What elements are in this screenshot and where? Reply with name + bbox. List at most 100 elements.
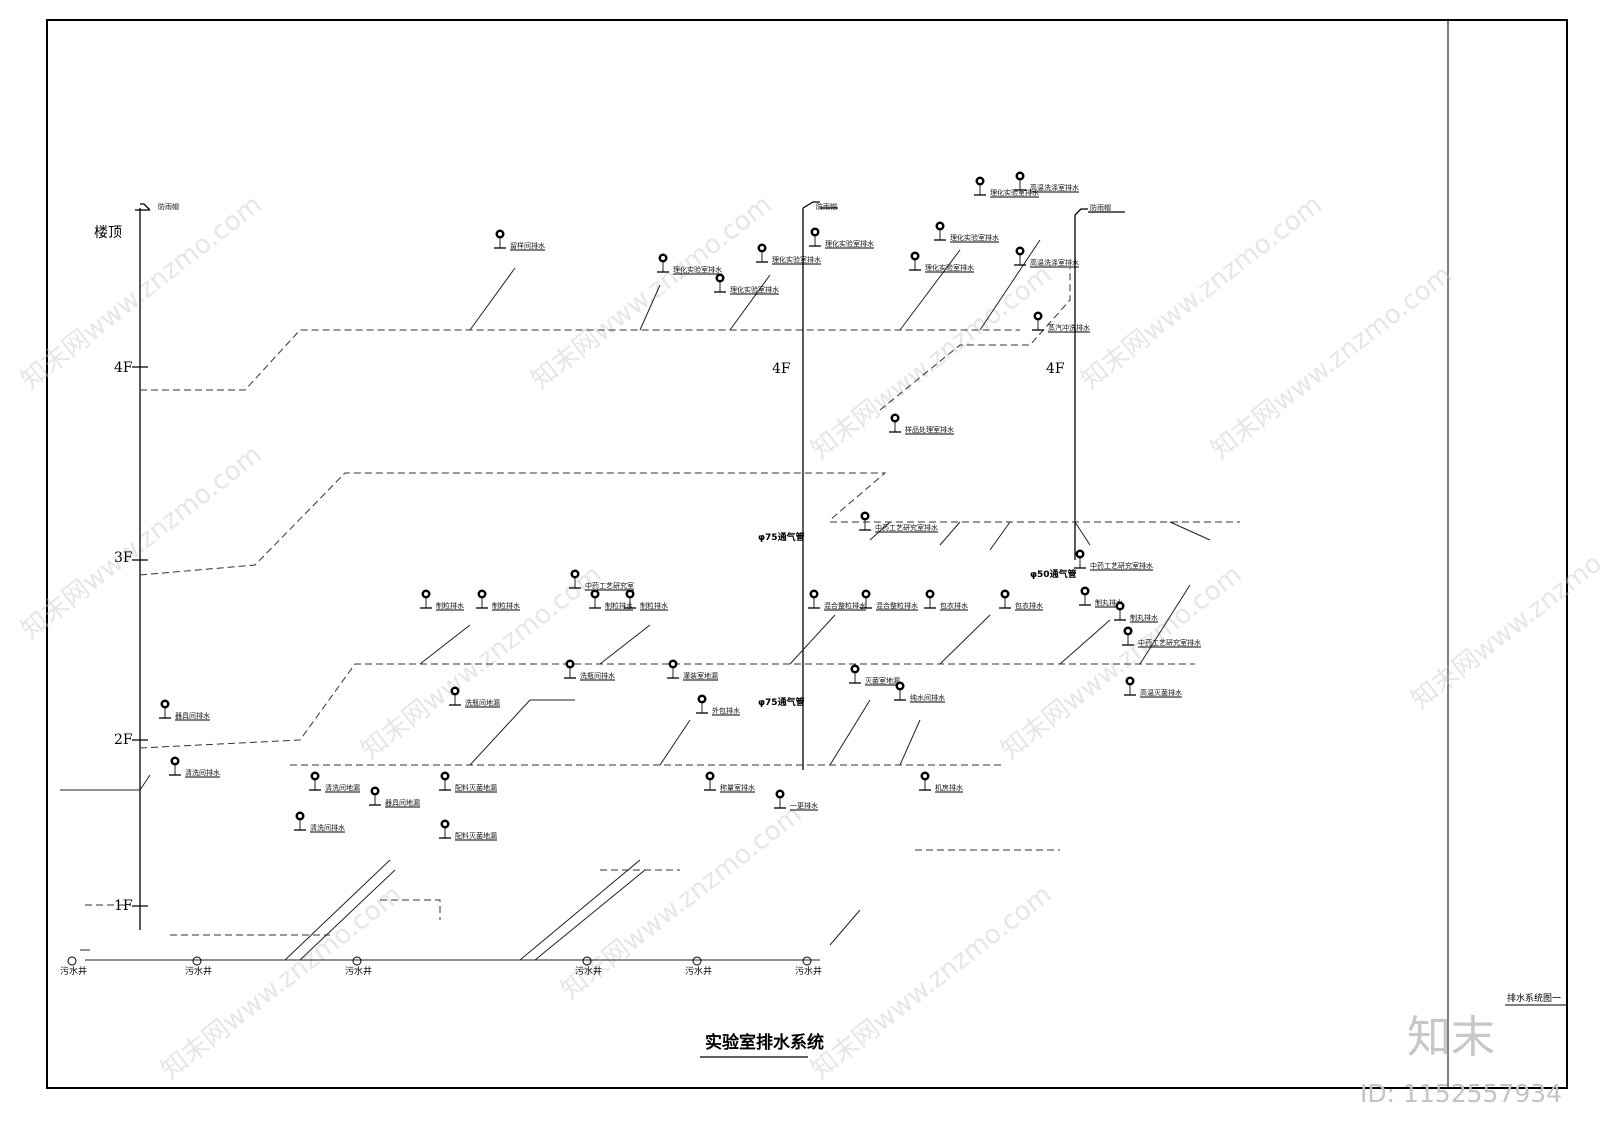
- trap-icon-inner: [173, 759, 177, 763]
- fixture-label: 清洗间排水: [310, 823, 345, 832]
- fixture-label: 混合整粒排水: [824, 601, 866, 610]
- sewage-well-label: 污水井: [575, 965, 602, 977]
- trap-icon-inner: [628, 592, 632, 596]
- fixture-second-1: 清洗间排水: [169, 756, 220, 778]
- fixture-label: 纯水间排水: [910, 693, 945, 702]
- fixture-roof-2: 理化实验室排水: [756, 243, 821, 265]
- pipe-1f-outlet: [60, 774, 151, 951]
- fixture-label: 理化实验室排水: [925, 263, 974, 272]
- fixture-third-3: 制粒排水: [420, 589, 464, 611]
- fixture-second-2: 洗瓶间排水: [564, 659, 615, 681]
- fixture-roof-0: 留样间排水: [494, 229, 545, 251]
- fixture-label: 高温洗涤室排水: [1030, 258, 1079, 267]
- fixture-roof-10: 蒸汽冲洗排水: [1032, 311, 1090, 333]
- fixture-third-0: 中药工艺研究室排水: [859, 511, 938, 533]
- pipe-4f-sample: [879, 268, 1071, 411]
- watermark-text: 知末网www.znzmo.com: [996, 560, 1248, 766]
- fixtures-layer: 留样间排水理化实验室排水理化实验室排水理化实验室排水理化实验室排水理化实验室排水…: [159, 171, 1201, 841]
- fixture-label: 包衣排水: [1015, 601, 1043, 610]
- fixture-label: 一更排水: [790, 801, 818, 810]
- floor-label-1f: 1F: [114, 898, 133, 914]
- fixture-label: 制粒排水: [605, 601, 633, 610]
- floor-mark-4f-mid: 4F: [772, 361, 791, 377]
- watermark-text: 知末网www.znzmo.com: [156, 880, 408, 1086]
- sewage-well-symbol: [192, 956, 202, 966]
- vent-cap-hook-2: [802, 201, 820, 209]
- watermark-text: 知末网www.znzmo.com: [806, 880, 1058, 1086]
- drawing-title: 实验室排水系统: [705, 1032, 824, 1053]
- vent-cap-label-3: 防雨帽: [1090, 203, 1111, 212]
- trap-icon-inner: [453, 689, 457, 693]
- fixture-third-14: 高温灭菌排水: [1124, 676, 1182, 698]
- fixture-label: 理化实验室排水: [990, 188, 1039, 197]
- floor-label-2f: 2F: [114, 732, 133, 748]
- trap-icon-inner: [938, 224, 942, 228]
- fixture-label: 灭菌室地漏: [865, 676, 900, 685]
- vent-tag-50: φ50通气管: [1030, 568, 1077, 580]
- floor-ticks: [132, 366, 148, 907]
- fixture-second-12: 配料灭菌地漏: [439, 819, 497, 841]
- floor-label-4f: 4F: [114, 360, 133, 376]
- trap-icon-inner: [1118, 604, 1122, 608]
- trap-icon-inner: [593, 592, 597, 596]
- fixture-second-13: 称量室排水: [704, 771, 755, 793]
- pipe-4f-branches: [469, 239, 1041, 331]
- trap-icon-inner: [1018, 174, 1022, 178]
- trap-icon-inner: [1083, 589, 1087, 593]
- pipe-3f-main: [139, 472, 887, 576]
- trap-icon-inner: [1128, 679, 1132, 683]
- fixture-second-3: 洗瓶间地漏: [449, 686, 500, 708]
- trap-icon-inner: [443, 774, 447, 778]
- fixture-label: 配料灭菌地漏: [455, 831, 497, 840]
- fixture-label: 器具间排水: [175, 711, 210, 720]
- fixture-label: 清洗间排水: [185, 768, 220, 777]
- trap-icon-inner: [1126, 629, 1130, 633]
- trap-icon-inner: [708, 774, 712, 778]
- fixture-label: 理化实验室排水: [772, 255, 821, 264]
- trap-icon-inner: [928, 592, 932, 596]
- fixture-second-10: 器具间地漏: [369, 786, 420, 808]
- sewage-well-label: 污水井: [685, 965, 712, 977]
- fixture-second-7: 纯水间排水: [894, 681, 945, 703]
- fixture-label: 中药工艺研究室排水: [1138, 638, 1201, 647]
- vent-tag-75-lower: φ75通气管: [758, 696, 805, 708]
- fixture-roof-1: 理化实验室排水: [657, 253, 722, 275]
- trap-icon-inner: [898, 684, 902, 688]
- fixture-label: 理化实验室排水: [673, 265, 722, 274]
- fixture-label: 中药工艺研究室: [585, 581, 634, 590]
- fixture-label: 理化实验室排水: [730, 285, 779, 294]
- trap-icon-inner: [298, 814, 302, 818]
- fixture-second-11: 配料灭菌地漏: [439, 771, 497, 793]
- fixture-second-9: 清洗间地漏: [309, 771, 360, 793]
- trap-icon-inner: [923, 774, 927, 778]
- fixture-label: 配料灭菌地漏: [455, 783, 497, 792]
- fixture-roof-11: 样品处理室排水: [889, 413, 954, 435]
- sheet-label: 排水系统图一: [1507, 992, 1561, 1004]
- trap-icon-inner: [163, 702, 167, 706]
- fixture-third-5: 制粒排水: [589, 589, 633, 611]
- fixture-label: 包衣排水: [940, 601, 968, 610]
- fixture-second-5: 外包排水: [696, 694, 740, 716]
- trap-icon-inner: [893, 416, 897, 420]
- pipe-2f-main: [139, 663, 1195, 749]
- trap-icon-inner: [424, 592, 428, 596]
- fixture-label: 外包排水: [712, 706, 740, 715]
- pipe-1f-branches: [85, 849, 1060, 936]
- fixture-label: 称量室排水: [720, 783, 755, 792]
- trap-icon-inner: [718, 276, 722, 280]
- fixture-roof-3: 理化实验室排水: [809, 227, 874, 249]
- fixture-label: 清洗间地漏: [325, 783, 360, 792]
- fixture-second-0: 器具间排水: [159, 699, 210, 721]
- sewage-well-label: 污水井: [345, 965, 372, 977]
- sewage-well-symbol: [582, 956, 592, 966]
- vent-cap-hook: [140, 203, 151, 211]
- fixture-label: 制粒排水: [436, 601, 464, 610]
- watermark-text: 知末网www.znzmo.com: [1076, 190, 1328, 396]
- trap-icon-inner: [568, 662, 572, 666]
- sewage-wells: 污水井污水井污水井污水井污水井污水井: [60, 956, 822, 977]
- fixture-second-4: 灌装室地漏: [667, 659, 718, 681]
- vent-cap-label-1: 防雨帽: [158, 202, 179, 211]
- watermark-text: 知末网www.znzmo.com: [1406, 510, 1600, 716]
- sewage-well-symbol: [802, 956, 812, 966]
- trap-icon-inner: [700, 697, 704, 701]
